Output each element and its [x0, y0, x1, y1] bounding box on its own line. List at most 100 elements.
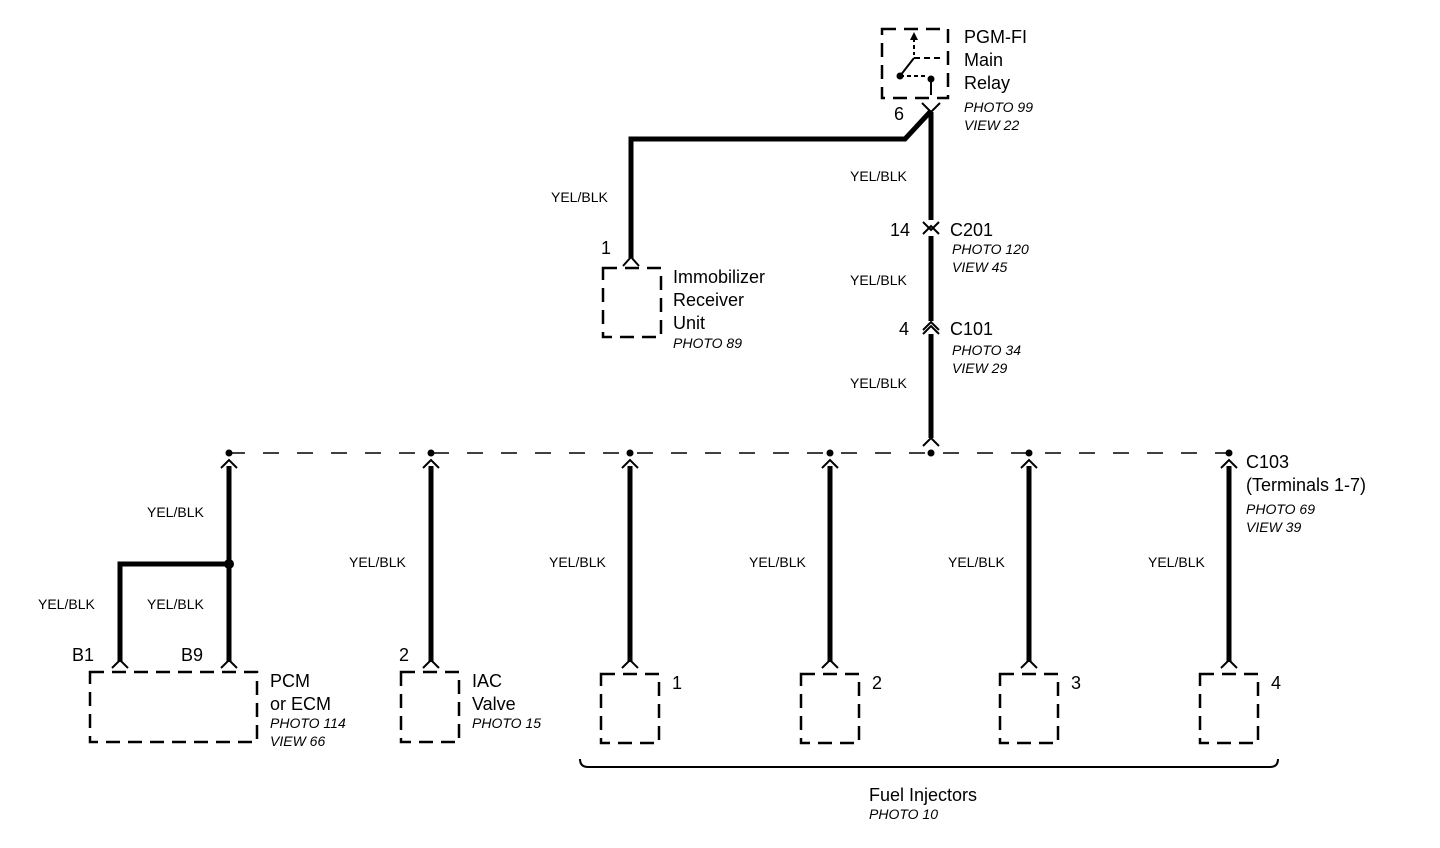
pcm-terminal-b9-icon — [220, 658, 238, 669]
c103-bus: C103 (Terminals 1-7) PHOTO 69 VIEW 39 — [220, 449, 1366, 535]
relay-photo: PHOTO 99 — [964, 99, 1033, 115]
wire-trunk-3-label: YEL/BLK — [850, 375, 907, 391]
injector-2-box — [799, 672, 861, 745]
c103-view: VIEW 39 — [1246, 519, 1301, 535]
fuel-injectors-title: Fuel Injectors — [869, 785, 977, 805]
bus-dot-inj4 — [1225, 449, 1233, 457]
pcm-terminal-b1-icon — [111, 658, 129, 669]
c101-view: VIEW 29 — [952, 360, 1007, 376]
wire-iac-label: YEL/BLK — [349, 554, 406, 570]
main-relay: PGM-FI Main Relay PHOTO 99 VIEW 22 6 — [880, 27, 1033, 133]
pcm-branch: YEL/BLK YEL/BLK YEL/BLK B1 B9 PCM or ECM… — [38, 466, 346, 749]
injector-2: YEL/BLK 2 — [749, 466, 882, 745]
fuel-injectors-photo: PHOTO 10 — [869, 806, 938, 822]
relay-pin: 6 — [894, 104, 904, 124]
relay-box — [880, 27, 950, 100]
c103-input-terminal-icon — [922, 436, 940, 447]
c201-connector: 14 C201 PHOTO 120 VIEW 45 — [890, 220, 1029, 275]
pcm-box — [88, 670, 259, 744]
wire-pcm-main-label: YEL/BLK — [147, 504, 204, 520]
injector-1: YEL/BLK 1 — [549, 466, 682, 745]
pcm-pin-b1: B1 — [72, 645, 94, 665]
bus-dot-inj1 — [626, 449, 634, 457]
injector-3-number: 3 — [1071, 673, 1081, 693]
injector-4-number: 4 — [1271, 673, 1281, 693]
pcm-name-2: or ECM — [270, 694, 331, 714]
wire-trunk-2-label: YEL/BLK — [850, 272, 907, 288]
immobilizer-unit: Immobilizer Receiver Unit PHOTO 89 — [601, 266, 765, 351]
immobilizer-photo: PHOTO 89 — [673, 335, 742, 351]
bus-terminal-inj1-icon — [621, 458, 639, 469]
wire-injector-4-label: YEL/BLK — [1148, 554, 1205, 570]
relay-name-1: PGM-FI — [964, 27, 1027, 47]
c101-name: C101 — [950, 319, 993, 339]
iac-box — [399, 670, 461, 744]
pcm-pin-b9: B9 — [181, 645, 203, 665]
relay-name-3: Relay — [964, 73, 1010, 93]
c201-female-icon — [922, 224, 940, 235]
wire-immobilizer — [628, 110, 932, 258]
c201-name: C201 — [950, 220, 993, 240]
c101-female-icon — [922, 320, 940, 331]
fuel-injectors-group: Fuel Injectors PHOTO 10 — [579, 758, 1279, 822]
bus-dot-inj2 — [826, 449, 834, 457]
c101-connector: 4 C101 PHOTO 34 VIEW 29 — [899, 319, 1021, 376]
c101-pin: 4 — [899, 319, 909, 339]
bus-dot-pcm — [225, 449, 233, 457]
injector-4-terminal-icon — [1220, 658, 1238, 669]
relay-view: VIEW 22 — [964, 117, 1019, 133]
injector-1-terminal-icon — [621, 658, 639, 669]
injector-4-box — [1198, 672, 1260, 745]
iac-terminal-icon — [422, 658, 440, 669]
injector-4: YEL/BLK 4 — [1148, 466, 1281, 745]
bus-dot-iac — [427, 449, 435, 457]
injector-1-box — [599, 672, 661, 745]
injector-2-terminal-icon — [821, 658, 839, 669]
c103-photo: PHOTO 69 — [1246, 501, 1315, 517]
wire-pcm-b1 — [117, 561, 229, 662]
iac-name-2: Valve — [472, 694, 516, 714]
wire-injector-2-label: YEL/BLK — [749, 554, 806, 570]
wire-trunk-1-label: YEL/BLK — [850, 168, 907, 184]
c101-photo: PHOTO 34 — [952, 342, 1021, 358]
c101-male-icon — [922, 324, 940, 335]
injector-3: YEL/BLK 3 — [948, 466, 1081, 745]
iac-name-1: IAC — [472, 671, 502, 691]
immobilizer-name-3: Unit — [673, 313, 705, 333]
bus-terminal-inj4-icon — [1220, 458, 1238, 469]
c103-name: C103 — [1246, 452, 1289, 472]
bus-terminal-pcm-icon — [220, 458, 238, 469]
iac-pin: 2 — [399, 645, 409, 665]
injector-3-terminal-icon — [1020, 658, 1038, 669]
immobilizer-name-2: Receiver — [673, 290, 744, 310]
c103-terminals: (Terminals 1-7) — [1246, 475, 1366, 495]
wire-injector-1-label: YEL/BLK — [549, 554, 606, 570]
c201-photo: PHOTO 120 — [952, 241, 1029, 257]
bus-terminal-inj2-icon — [821, 458, 839, 469]
iac-photo: PHOTO 15 — [472, 715, 541, 731]
wire-pcm-b1-label: YEL/BLK — [38, 596, 95, 612]
wire-pcm-b9-label: YEL/BLK — [147, 596, 204, 612]
immobilizer-box — [601, 266, 663, 339]
pcm-name-1: PCM — [270, 671, 310, 691]
bus-terminal-inj3-icon — [1020, 458, 1038, 469]
iac-branch: YEL/BLK 2 IAC Valve PHOTO 15 — [349, 466, 541, 744]
bus-terminal-iac-icon — [422, 458, 440, 469]
injector-2-number: 2 — [872, 673, 882, 693]
injector-1-number: 1 — [672, 673, 682, 693]
c201-view: VIEW 45 — [952, 259, 1007, 275]
immobilizer-name-1: Immobilizer — [673, 267, 765, 287]
c201-pin: 14 — [890, 220, 910, 240]
immobilizer-terminal-icon — [622, 255, 640, 267]
pcm-photo: PHOTO 114 — [270, 715, 346, 731]
relay-terminal-icon — [921, 102, 941, 114]
wire-injector-3-label: YEL/BLK — [948, 554, 1005, 570]
bus-dot-feed — [927, 449, 935, 457]
pcm-view: VIEW 66 — [270, 733, 325, 749]
bus-dot-inj3 — [1025, 449, 1033, 457]
wire-immobilizer-label: YEL/BLK — [551, 189, 608, 205]
immobilizer-pin: 1 — [601, 238, 611, 258]
relay-name-2: Main — [964, 50, 1003, 70]
c201-male-icon — [922, 221, 940, 232]
